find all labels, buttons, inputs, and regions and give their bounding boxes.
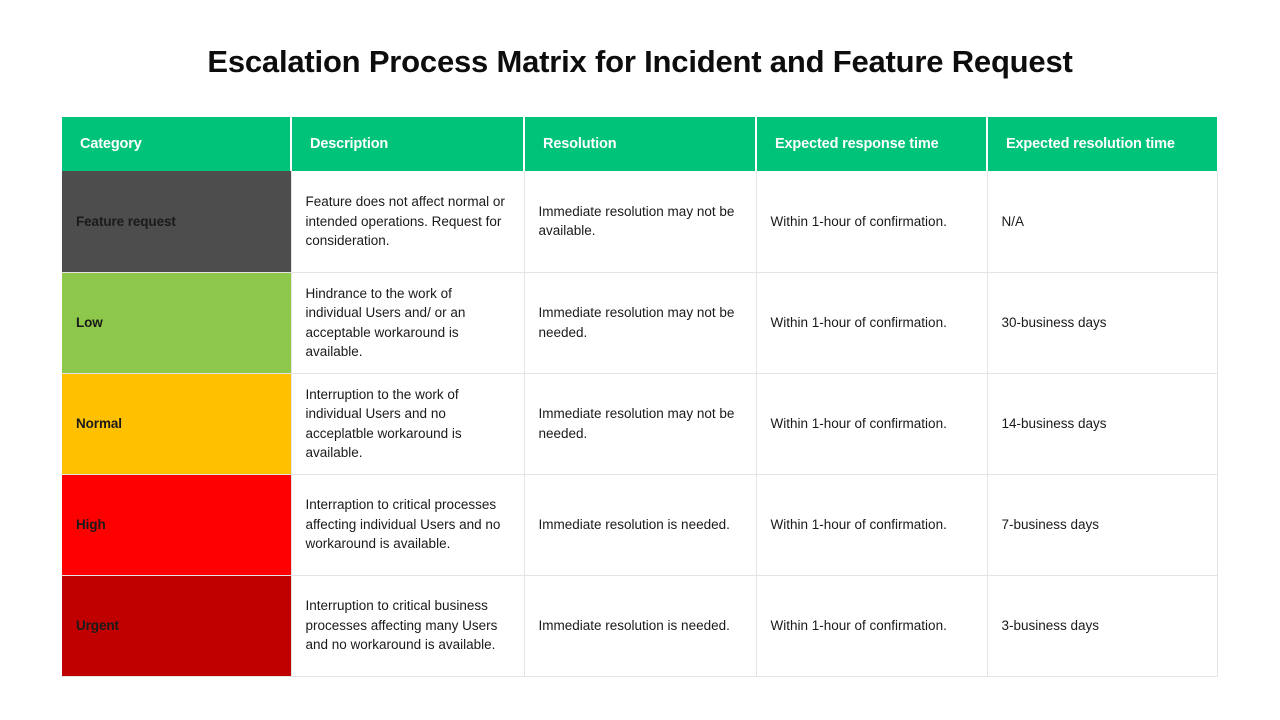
resolution-text: Immediate resolution is needed. xyxy=(538,617,730,633)
description-text: Feature does not affect normal or intend… xyxy=(305,194,505,248)
response-time-cell: Within 1-hour of confirmation. xyxy=(756,575,988,677)
resolution-time-text: 14-business days xyxy=(1001,415,1107,431)
column-header-category[interactable]: Category xyxy=(62,117,292,171)
response-time-text: Within 1-hour of confirmation. xyxy=(770,415,947,431)
description-cell: Feature does not affect normal or intend… xyxy=(291,171,525,273)
page-title: Escalation Process Matrix for Incident a… xyxy=(207,44,1073,79)
resolution-time-text: 30-business days xyxy=(1001,314,1107,330)
table-row: Low Hindrance to the work of individual … xyxy=(62,272,1218,374)
category-badge-high: High xyxy=(62,474,292,576)
response-time-text: Within 1-hour of confirmation. xyxy=(770,213,947,229)
table-body: Feature request Feature does not affect … xyxy=(62,171,1218,677)
category-label: High xyxy=(76,516,106,532)
table-row: Feature request Feature does not affect … xyxy=(62,171,1218,273)
table-header-row: Category Description Resolution Expected… xyxy=(62,117,1217,171)
table-row: Urgent Interruption to critical business… xyxy=(62,575,1218,677)
resolution-time-cell: 7-business days xyxy=(987,474,1218,576)
table-header: Category Description Resolution Expected… xyxy=(62,117,1217,171)
resolution-time-cell: 3-business days xyxy=(987,575,1218,677)
response-time-cell: Within 1-hour of confirmation. xyxy=(756,272,988,374)
column-header-description[interactable]: Description xyxy=(291,117,525,171)
table-row: Normal Interruption to the work of indiv… xyxy=(62,373,1218,475)
response-time-cell: Within 1-hour of confirmation. xyxy=(756,373,988,475)
resolution-text: Immediate resolution is needed. xyxy=(538,516,730,532)
description-text: Interruption to critical business proces… xyxy=(305,598,498,653)
response-time-text: Within 1-hour of confirmation. xyxy=(770,617,947,633)
response-time-text: Within 1-hour of confirmation. xyxy=(770,314,947,330)
resolution-time-text: N/A xyxy=(1001,213,1025,229)
resolution-cell: Immediate resolution may not be needed. xyxy=(524,373,757,475)
description-cell: Hindrance to the work of individual User… xyxy=(291,272,525,374)
category-badge-low: Low xyxy=(62,272,292,374)
response-time-text: Within 1-hour of confirmation. xyxy=(770,516,947,532)
category-badge-urgent: Urgent xyxy=(62,575,292,677)
resolution-time-text: 3-business days xyxy=(1001,617,1100,633)
resolution-cell: Immediate resolution is needed. xyxy=(524,575,757,677)
resolution-cell: Immediate resolution is needed. xyxy=(524,474,757,576)
description-text: Interruption to the work of individual U… xyxy=(305,386,462,461)
category-badge-feature-request: Feature request xyxy=(62,171,292,273)
response-time-cell: Within 1-hour of confirmation. xyxy=(756,171,988,273)
resolution-cell: Immediate resolution may not be needed. xyxy=(524,272,757,374)
description-text: Hindrance to the work of individual User… xyxy=(305,285,466,360)
category-label: Normal xyxy=(76,415,122,431)
column-header-resolution[interactable]: Resolution xyxy=(524,117,757,171)
response-time-cell: Within 1-hour of confirmation. xyxy=(756,474,988,576)
resolution-time-cell: N/A xyxy=(987,171,1218,273)
category-label: Urgent xyxy=(76,617,119,633)
column-header-response-time[interactable]: Expected response time xyxy=(756,117,988,171)
escalation-matrix-table: Category Description Resolution Expected… xyxy=(62,117,1218,677)
description-cell: Interraption to critical processes affec… xyxy=(291,474,525,576)
escalation-matrix-table-wrapper: Category Description Resolution Expected… xyxy=(62,117,1218,677)
resolution-text: Immediate resolution may not be availabl… xyxy=(538,203,735,239)
column-header-resolution-time[interactable]: Expected resolution time xyxy=(987,117,1217,171)
resolution-time-cell: 14-business days xyxy=(987,373,1218,475)
description-text: Interraption to critical processes affec… xyxy=(305,497,501,552)
description-cell: Interruption to critical business proces… xyxy=(291,575,525,677)
description-cell: Interruption to the work of individual U… xyxy=(291,373,525,475)
category-badge-normal: Normal xyxy=(62,373,292,475)
resolution-text: Immediate resolution may not be needed. xyxy=(538,305,735,340)
category-label: Feature request xyxy=(76,213,176,229)
category-label: Low xyxy=(76,314,103,330)
table-row: High Interraption to critical processes … xyxy=(62,474,1218,576)
resolution-cell: Immediate resolution may not be availabl… xyxy=(524,171,757,273)
resolution-time-text: 7-business days xyxy=(1001,516,1100,532)
resolution-time-cell: 30-business days xyxy=(987,272,1218,374)
resolution-text: Immediate resolution may not be needed. xyxy=(538,406,735,441)
